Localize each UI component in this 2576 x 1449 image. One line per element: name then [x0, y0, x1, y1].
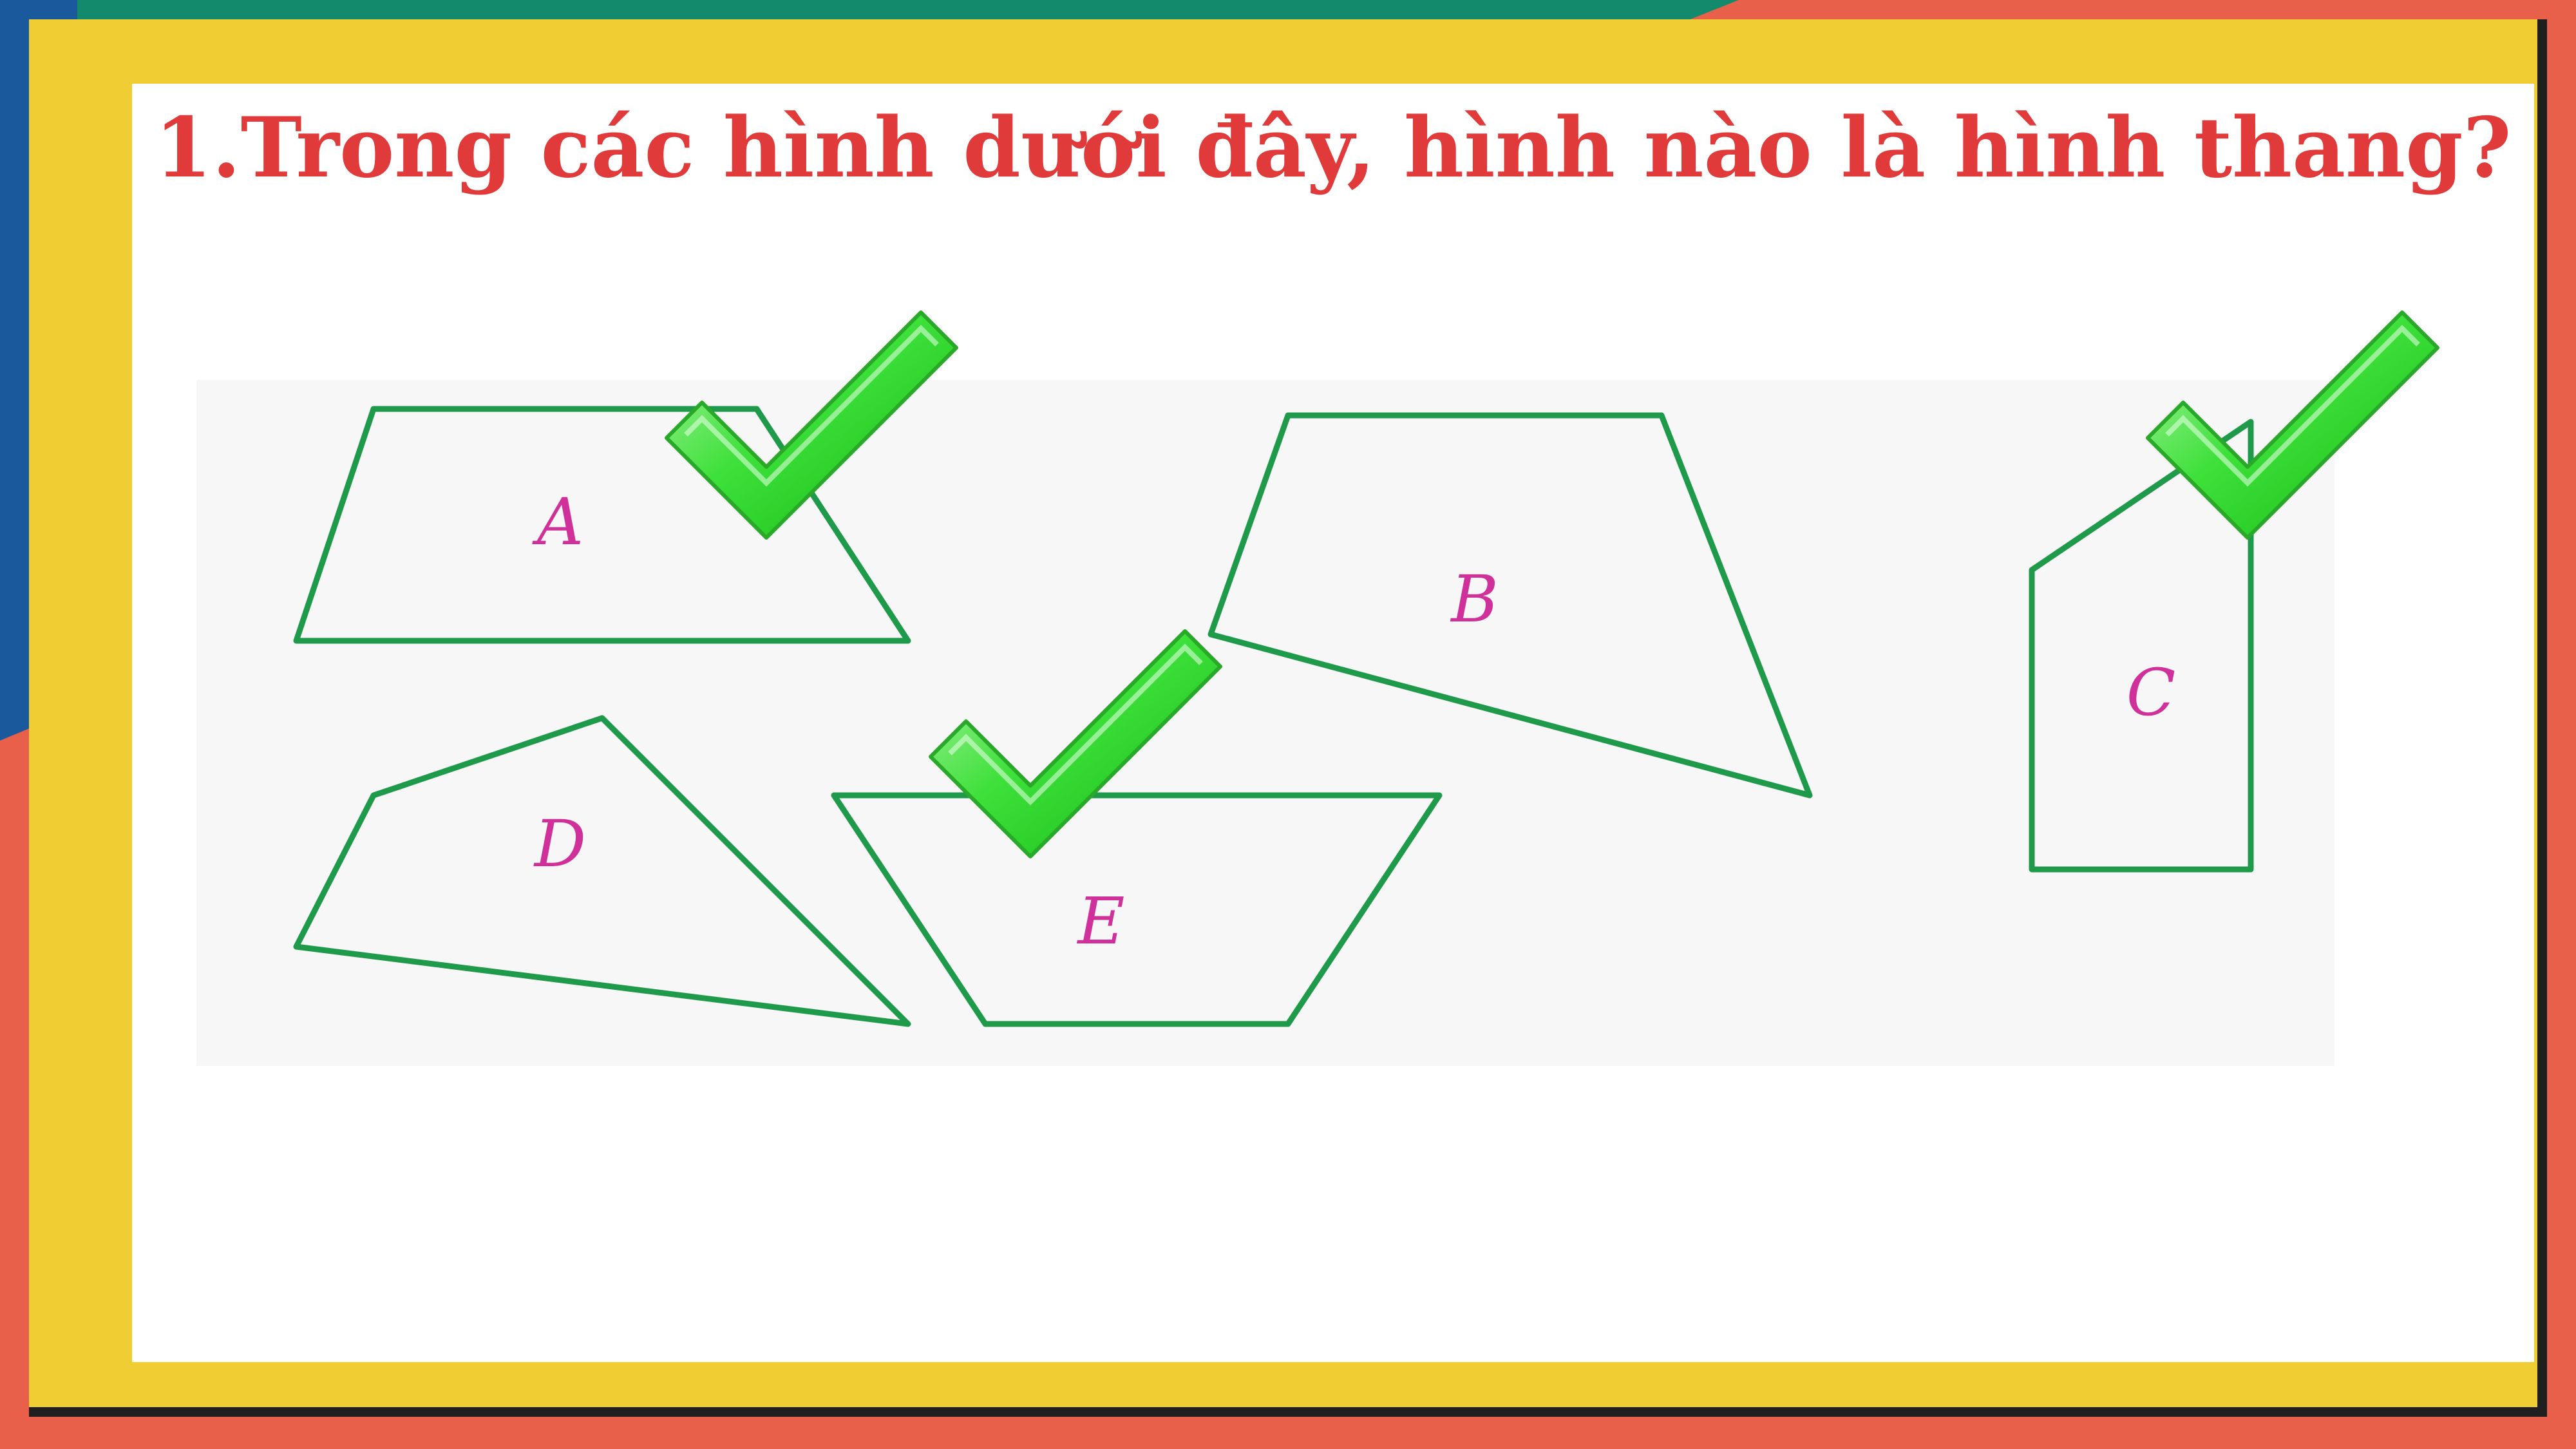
- shape-e: [831, 792, 1443, 1027]
- shape-label-e: E: [1077, 884, 1125, 959]
- shape-b: [1208, 412, 1813, 799]
- question-title: 1.Trong các hình dưới đây, hình nào là h…: [155, 100, 2512, 196]
- shape-a: [293, 406, 911, 644]
- figure-panel: [196, 380, 2334, 1066]
- shape-label-b: B: [1450, 562, 1499, 637]
- shape-label-c: C: [2126, 655, 2176, 730]
- shape-label-d: D: [533, 806, 586, 882]
- shape-label-a: A: [532, 484, 583, 560]
- shape-d: [293, 715, 911, 1027]
- shape-c: [2029, 419, 2254, 873]
